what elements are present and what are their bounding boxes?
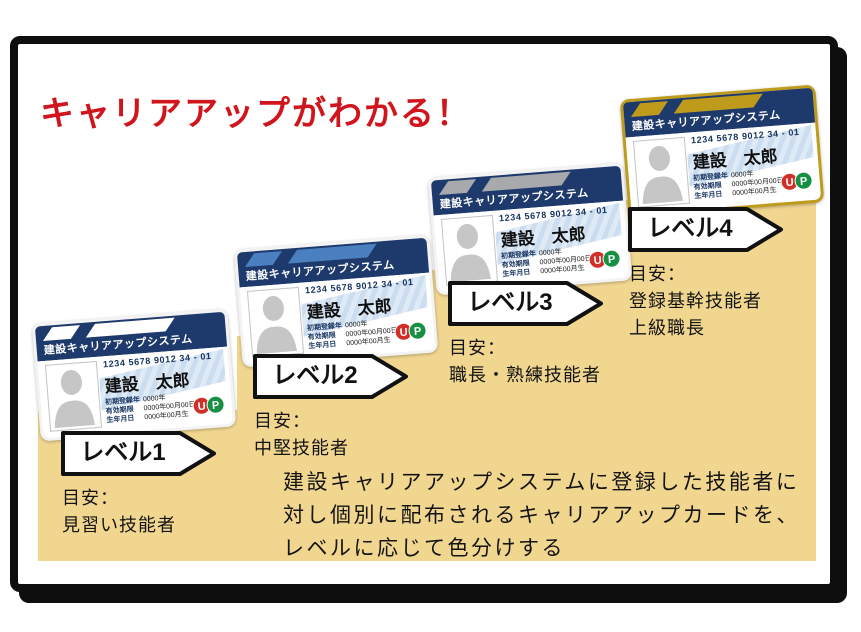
up-logo-icon: U P (191, 395, 226, 416)
guide-description: 中堅技能者 (254, 438, 349, 458)
page-title: キャリアアップがわかる！ (40, 95, 472, 133)
up-logo-icon: U P (779, 171, 814, 192)
up-logo-p: P (793, 171, 814, 191)
career-card-level2: 建設キャリアアップシステム 1234 5678 9012 34 - 01 建設 … (233, 234, 439, 368)
field-label: 生年月日 (694, 191, 723, 201)
up-logo-p: P (407, 321, 428, 341)
arrow-badge-shape (628, 207, 783, 252)
guide-label: 目安： (62, 488, 119, 508)
person-silhouette-icon (642, 146, 683, 205)
field-label: 生年月日 (308, 341, 337, 351)
level-guide-1: 目安： 見習い技能者 (62, 485, 176, 539)
photo-placeholder (246, 286, 305, 358)
career-card-level1: 建設キャリアアップシステム 1234 5678 9012 34 - 01 建設 … (31, 308, 237, 442)
guide-label: 目安： (449, 338, 506, 358)
photo-placeholder (440, 214, 499, 286)
arrow-badge-shape (253, 354, 408, 399)
level-guide-2: 目安： 中堅技能者 (254, 408, 349, 462)
level-label: レベル4 (647, 215, 733, 242)
level-label: レベル2 (272, 362, 358, 389)
career-card-level4: 建設キャリアアップシステム 1234 5678 9012 34 - 01 建設 … (619, 84, 825, 218)
up-logo-icon: U P (393, 321, 428, 342)
level-badge-3: レベル3 (447, 280, 605, 327)
up-logo-p: P (601, 249, 622, 269)
level-badge-1: レベル1 (60, 430, 218, 477)
guide-description: 見習い技能者 (62, 515, 176, 535)
arrow-badge-shape (448, 281, 603, 326)
guide-label: 目安： (254, 411, 311, 431)
level-guide-4: 目安： 登録基幹技能者 上級職長 (629, 261, 762, 342)
person-silhouette-icon (450, 224, 491, 283)
arrow-badge-shape (61, 431, 216, 476)
level-label: レベル1 (80, 439, 166, 466)
up-logo-icon: U P (587, 249, 622, 270)
field-label: 生年月日 (106, 415, 135, 425)
guide-label: 目安： (629, 264, 686, 284)
field-label: 生年月日 (502, 269, 531, 279)
up-logo-p: P (205, 395, 226, 415)
career-card-level3: 建設キャリアアップシステム 1234 5678 9012 34 - 01 建設 … (427, 162, 633, 296)
person-silhouette-icon (54, 370, 95, 429)
person-silhouette-icon (256, 296, 297, 355)
level-badge-4: レベル4 (627, 206, 785, 253)
guide-description: 登録基幹技能者 上級職長 (629, 291, 762, 338)
level-badge-2: レベル2 (252, 353, 410, 400)
level-guide-3: 目安： 職長・熟練技能者 (449, 335, 601, 389)
guide-description: 職長・熟練技能者 (449, 365, 601, 385)
explanation-note: 建設キャリアアップシステムに登録した技能者に 対し個別に配布されるキャリアアップ… (283, 471, 800, 560)
photo-placeholder (44, 360, 103, 432)
level-label: レベル3 (467, 289, 553, 316)
photo-placeholder (632, 136, 691, 208)
